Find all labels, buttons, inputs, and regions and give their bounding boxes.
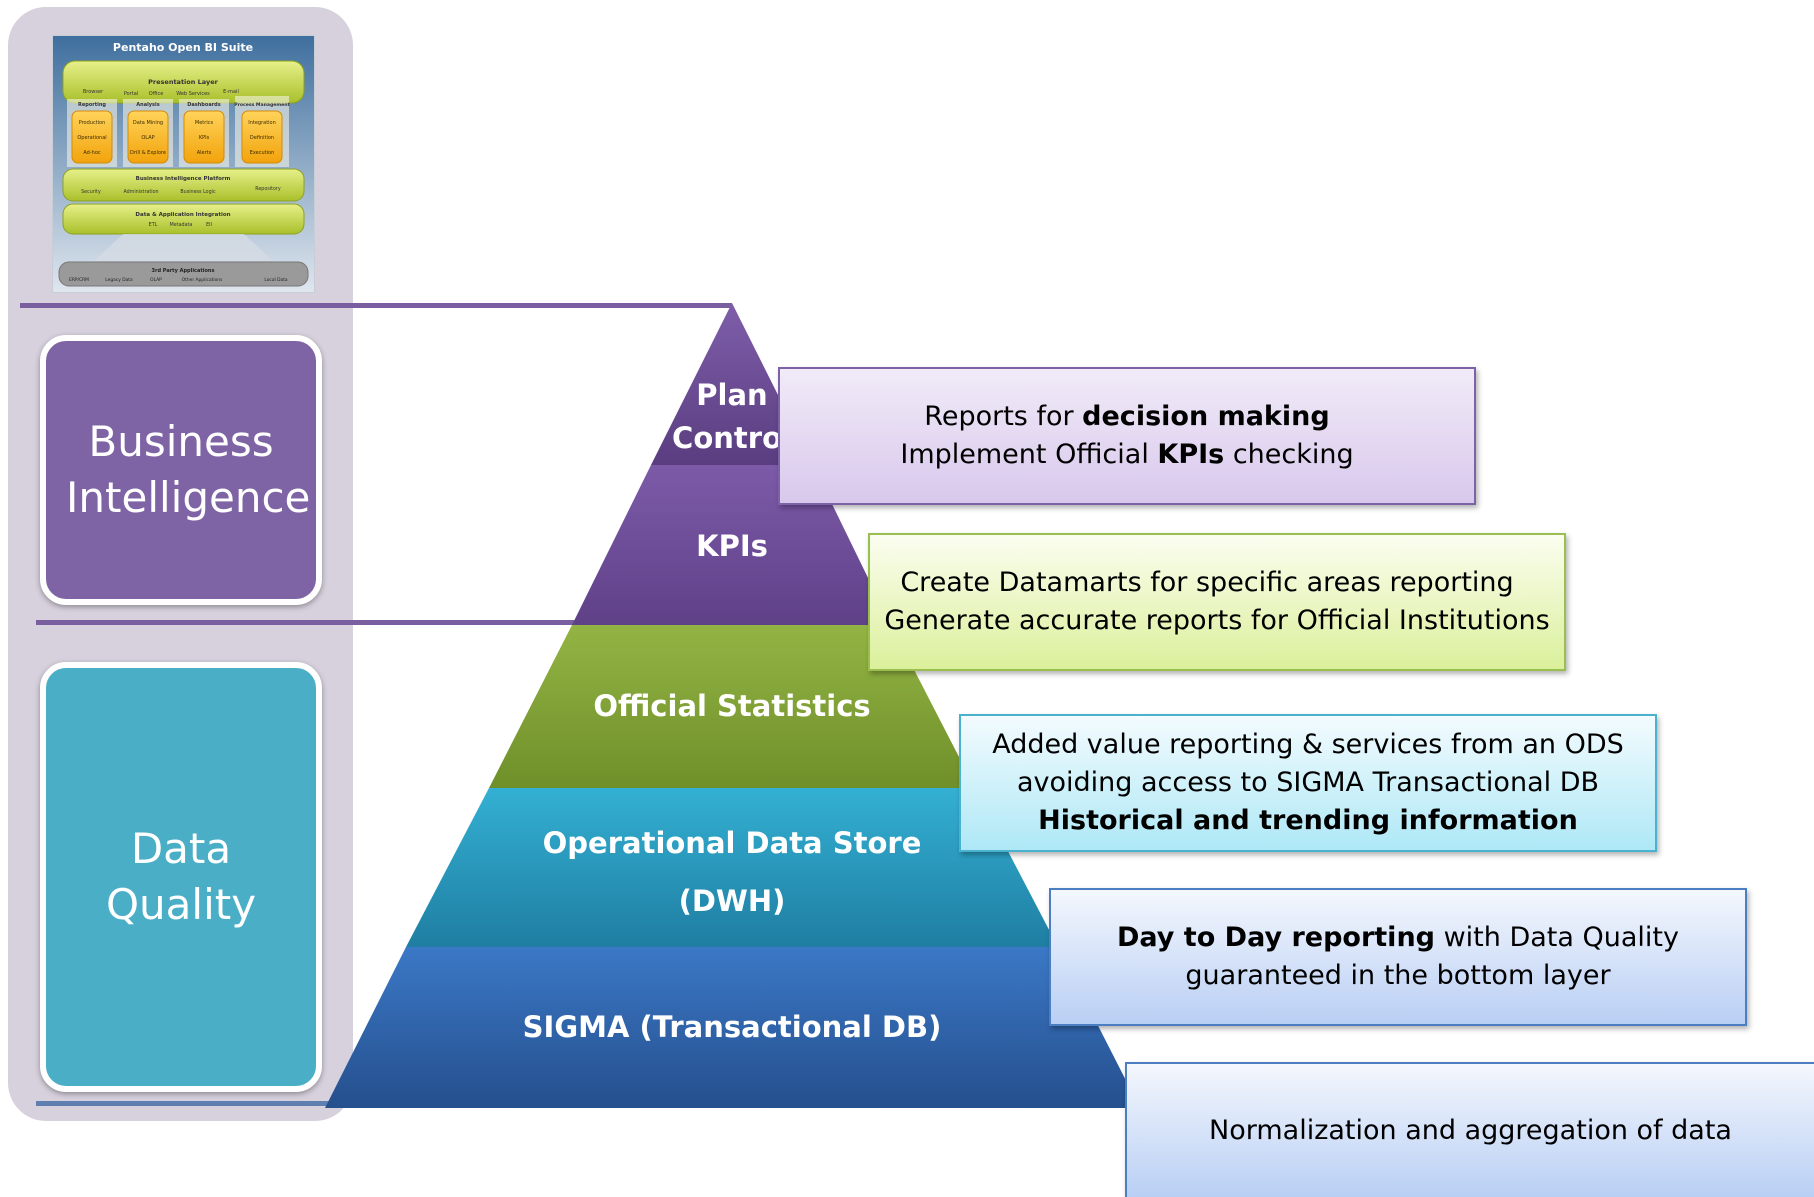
pentaho-suite-diagram: Pentaho Open BI Suite Presentation Layer…	[53, 36, 314, 292]
logo-column-header: Analysis	[136, 102, 159, 108]
callout-plan-line1: Reports for decision making	[924, 398, 1329, 436]
layer-label-ods-line1: Operational Data Store	[542, 826, 922, 860]
logo-column-reporting: Reporting Production Operational Ad-hoc	[67, 99, 117, 167]
pyramid-layer-ods	[406, 788, 1058, 947]
logo-third-party-item: ERP/CRM	[69, 277, 89, 283]
logo-column-item: OLAP	[141, 135, 154, 141]
callout-official-statistics: Added value reporting & services from an…	[959, 714, 1657, 852]
data-quality-label: Data Quality	[106, 824, 257, 929]
callout-stats-line3: Historical and trending information	[1038, 805, 1578, 836]
logo-column-item: Metrics	[195, 120, 214, 126]
logo-column-header: Reporting	[78, 102, 106, 108]
callout-sigma-line1: Normalization and aggregation of data	[1209, 1114, 1732, 1146]
logo-presentation-item: Web Services	[176, 91, 210, 97]
business-intelligence-box: Business Intelligence	[40, 335, 322, 605]
callout-sigma: Normalization and aggregation of data	[1125, 1062, 1814, 1197]
callout-kpis-line1: Create Datamarts for specific areas repo…	[900, 567, 1514, 598]
layer-label-plan-control: Plan Control	[632, 374, 832, 460]
callout-text: Implement Official	[900, 439, 1158, 470]
logo-title: Pentaho Open BI Suite	[113, 41, 253, 54]
callout-kpis-line2: Generate accurate reports for Official I…	[884, 605, 1550, 636]
callout-plan-control: Reports for decision making Implement Of…	[778, 367, 1476, 505]
logo-column-item: Definition	[250, 135, 274, 141]
logo-column-header: Process Management	[234, 102, 290, 108]
divider-bottom	[36, 1101, 376, 1106]
logo-platform-title: Business Intelligence Platform	[136, 176, 231, 182]
callout-bold-text: Day to Day reporting	[1117, 922, 1435, 953]
logo-column-item: Alerts	[197, 150, 212, 156]
logo-column-analysis: Analysis Data Mining OLAP Drill & Explor…	[123, 99, 173, 167]
callout-bold-text: decision making	[1082, 401, 1330, 432]
logo-presentation-item: Browser	[83, 89, 104, 95]
callout-stats-line2: avoiding access to SIGMA Transactional D…	[1016, 767, 1600, 798]
data-quality-box: Data Quality	[40, 662, 322, 1092]
pyramid-layer-sigma	[325, 947, 1140, 1108]
layer-label-control: Control	[672, 421, 792, 455]
logo-platform-item: Administration	[123, 189, 158, 195]
pentaho-suite-image: Pentaho Open BI Suite Presentation Layer…	[52, 35, 315, 293]
layer-label-ods: Operational Data Store (DWH)	[482, 814, 982, 930]
logo-column-item: Drill & Explore	[130, 150, 166, 156]
callout-ods-line2: guaranteed in the bottom layer	[1185, 960, 1611, 991]
logo-platform-item: Repository	[255, 186, 281, 192]
callout-plan-line2: Implement Official KPIs checking	[900, 436, 1353, 474]
callout-ods: Day to Day reporting with Data Quality g…	[1049, 888, 1747, 1026]
callout-text: Reports for	[924, 401, 1083, 432]
logo-column-item: Execution	[250, 150, 275, 156]
callout-stats-line1: Added value reporting & services from an…	[992, 729, 1624, 760]
logo-column-item: Integration	[248, 120, 276, 126]
logo-column-item: KPIs	[199, 135, 210, 141]
logo-integration-item: EII	[206, 222, 212, 228]
logo-column-item: Operational	[77, 135, 106, 141]
layer-label-kpis: KPIs	[696, 529, 768, 563]
logo-third-party-item: Legacy Data	[105, 277, 133, 283]
logo-column-process: Process Management Integration Definitio…	[234, 96, 291, 167]
layer-label-sigma: SIGMA (Transactional DB)	[522, 1010, 942, 1044]
pyramid-layer-plan	[651, 303, 813, 465]
divider-top	[20, 303, 732, 308]
logo-integration-item: ETL	[149, 222, 158, 228]
callout-kpis: Create Datamarts for specific areas repo…	[868, 533, 1566, 671]
callout-text: checking	[1224, 439, 1354, 470]
logo-third-party-title: 3rd Party Applications	[152, 268, 215, 274]
logo-third-party-item: Other Applications	[182, 277, 223, 283]
logo-column-header: Dashboards	[187, 102, 220, 108]
logo-column-item: Data Mining	[133, 120, 163, 126]
business-intelligence-label: Business Intelligence	[66, 417, 311, 522]
logo-presentation-item: Office	[149, 91, 164, 97]
callout-text: with Data Quality	[1435, 922, 1679, 953]
logo-column-dashboards: Dashboards Metrics KPIs Alerts	[179, 99, 229, 167]
callout-bold-text: KPIs	[1157, 439, 1225, 470]
logo-presentation-item: E-mail	[223, 89, 239, 95]
divider-middle	[36, 620, 596, 625]
pyramid-layer-kpis	[572, 465, 891, 625]
logo-presentation-item: Portal	[124, 91, 138, 97]
logo-third-party-item: OLAP	[150, 277, 162, 283]
logo-integration-item: Metadata	[170, 222, 193, 228]
pyramid-layer-stats	[489, 625, 975, 788]
callout-ods-line1: Day to Day reporting with Data Quality	[1117, 919, 1679, 957]
logo-third-party-item: Local Data	[264, 277, 288, 283]
logo-column-item: Production	[79, 120, 106, 126]
layer-label-ods-line2: (DWH)	[678, 884, 786, 918]
logo-column-item: Ad-hoc	[83, 150, 101, 156]
logo-integration-title: Data & Application Integration	[135, 212, 230, 218]
logo-platform-item: Security	[81, 189, 101, 195]
logo-platform-item: Business Logic	[180, 189, 216, 195]
layer-label-plan: Plan	[696, 378, 768, 412]
logo-presentation-layer: Presentation Layer	[148, 78, 218, 86]
layer-label-official-statistics: Official Statistics	[593, 689, 871, 723]
